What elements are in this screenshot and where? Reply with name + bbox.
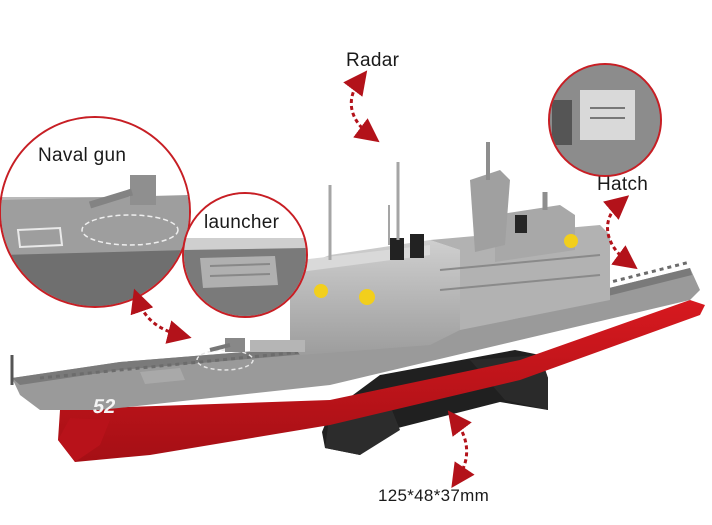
naval-gun-label: Naval gun (38, 145, 127, 166)
radar-label: Radar (346, 50, 400, 71)
dimensions-label: 125*48*37mm (378, 486, 490, 505)
superstructure (290, 142, 610, 355)
hatch-inset (548, 63, 662, 177)
hull-number: 52 (91, 396, 118, 418)
curved-double-arrow-icon (130, 70, 638, 488)
launcher-label: launcher (204, 212, 280, 233)
deck-details (10, 338, 305, 385)
ship-hull (12, 260, 705, 462)
hatch-label: Hatch (597, 174, 649, 195)
